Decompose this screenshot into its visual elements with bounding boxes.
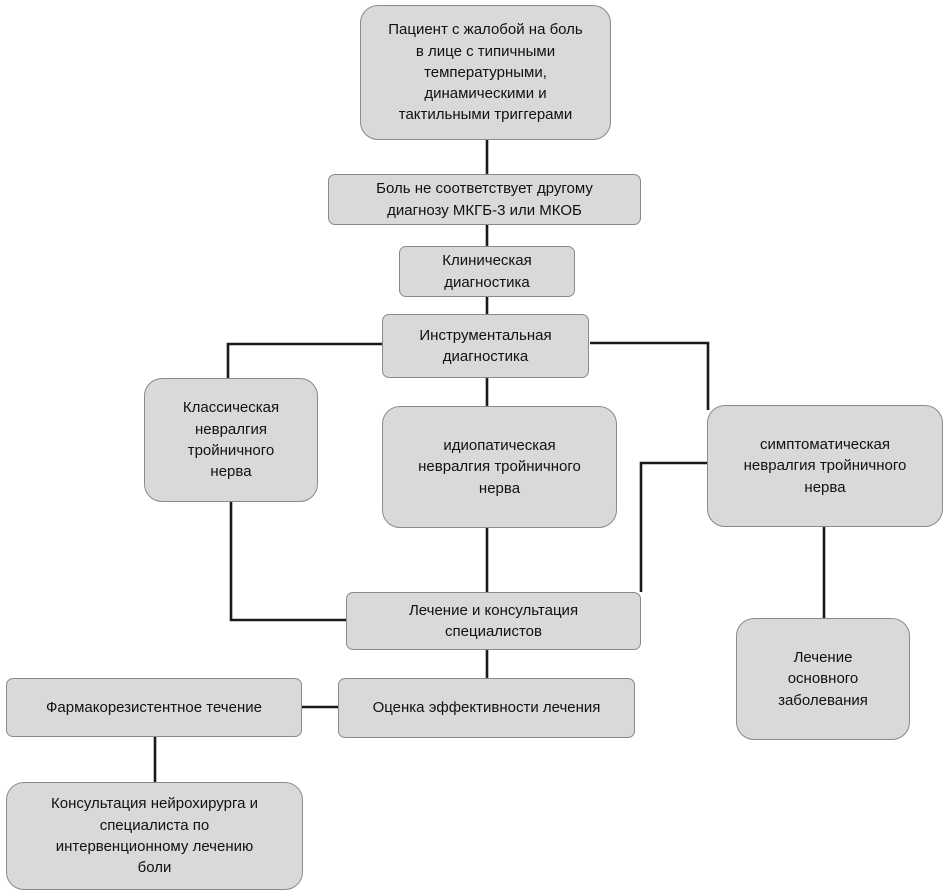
node-idiopathic-neuralgia: идиопатическая невралгия тройничного нер… [382, 406, 617, 528]
connector-symptomatic-to-treatment [639, 461, 708, 592]
node-instrumental-diagnostics: Инструментальная диагностика [382, 314, 589, 378]
node-treatment-consultation: Лечение и консультация специалистов [346, 592, 641, 650]
node-pharmacoresistant-course: Фармакорезистентное течение [6, 678, 302, 737]
node-treatment-evaluation: Оценка эффективности лечения [338, 678, 635, 738]
node-classic-neuralgia: Классическая невралгия тройничного нерва [144, 378, 318, 502]
node-patient-complaint: Пациент с жалобой на боль в лице с типич… [360, 5, 611, 140]
node-clinical-diagnostics: Клиническая диагностика [399, 246, 575, 297]
node-underlying-disease-treatment: Лечение основного заболевания [736, 618, 910, 740]
node-no-other-diagnosis: Боль не соответствует другому диагнозу М… [328, 174, 641, 225]
node-symptomatic-neuralgia: симптоматическая невралгия тройничного н… [707, 405, 943, 527]
connector-instrumental-to-symptomatic [590, 341, 710, 410]
node-neurosurgeon-consultation: Консультация нейрохирурга и специалиста … [6, 782, 303, 890]
connector-classic-to-treatment [229, 502, 346, 622]
connector-instrumental-to-classic [226, 342, 382, 378]
